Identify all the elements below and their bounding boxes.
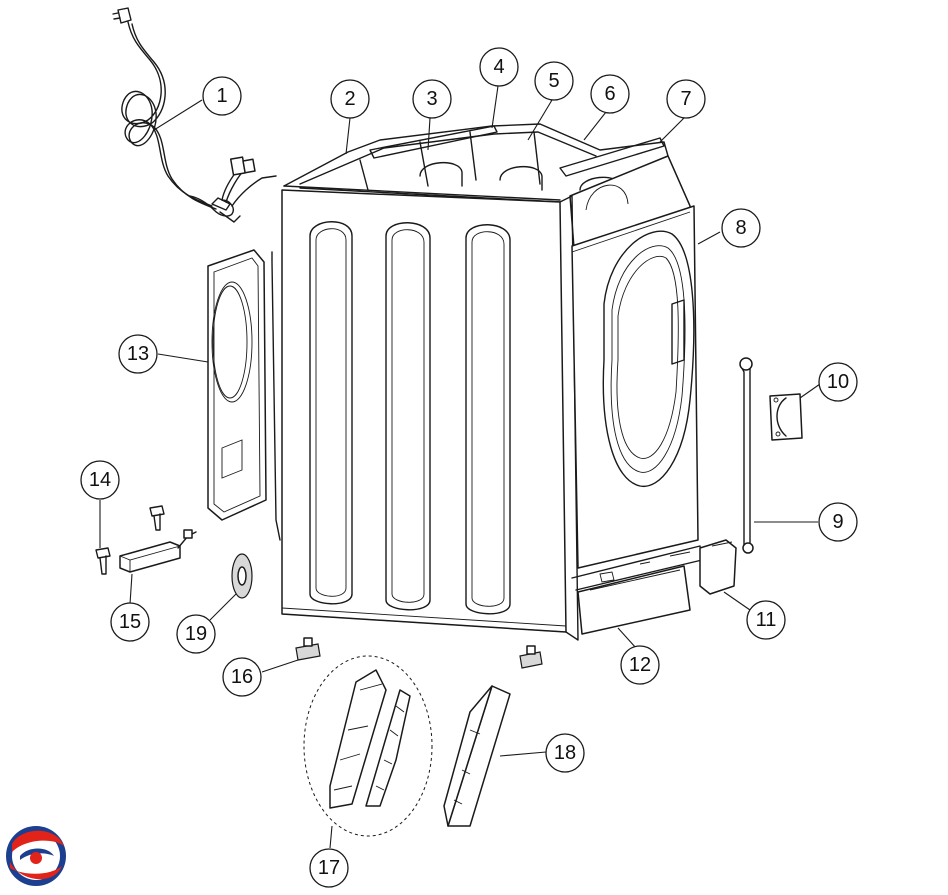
access-cover <box>699 539 737 595</box>
callout-16-label: 16 <box>231 666 253 688</box>
callout-13-label: 13 <box>127 343 149 365</box>
callout-9-label: 9 <box>832 511 843 533</box>
callout-8: 8 <box>721 208 761 248</box>
callout-15: 15 <box>110 602 150 642</box>
brand-logo <box>6 826 66 886</box>
callout-4-label: 4 <box>493 56 504 78</box>
callout-18: 18 <box>545 733 585 773</box>
callout-16: 16 <box>222 657 262 697</box>
callout-1-label: 1 <box>216 85 227 107</box>
callout-8-label: 8 <box>735 217 746 239</box>
callout-11-label: 11 <box>756 609 777 631</box>
callout-14-label: 14 <box>89 469 111 491</box>
callout-13: 13 <box>118 334 158 374</box>
callout-7-label: 7 <box>680 88 691 110</box>
rear-panel <box>207 249 267 521</box>
callout-14: 14 <box>80 460 120 500</box>
bracket <box>769 393 803 441</box>
callout-10: 10 <box>818 362 858 402</box>
callout-4: 4 <box>479 47 519 87</box>
callout-17: 17 <box>309 848 349 888</box>
callout-19-label: 19 <box>185 623 207 645</box>
control-module <box>119 529 197 573</box>
cabinet <box>271 123 691 641</box>
callout-11: 11 <box>746 600 786 640</box>
callout-12: 12 <box>620 645 660 685</box>
callout-5: 5 <box>534 61 574 101</box>
power-cord <box>112 7 277 223</box>
callout-2: 2 <box>330 79 370 119</box>
callout-9: 9 <box>818 502 858 542</box>
callout-3: 3 <box>412 79 452 119</box>
drawer-handle <box>443 685 511 827</box>
feet <box>295 637 543 669</box>
callout-18-label: 18 <box>554 742 576 764</box>
callout-12-label: 12 <box>629 654 651 676</box>
callout-17-label: 17 <box>318 857 340 879</box>
callout-2-label: 2 <box>344 88 355 110</box>
callout-7: 7 <box>666 79 706 119</box>
detergent-drawer <box>303 655 433 837</box>
callout-6-label: 6 <box>604 83 615 105</box>
callout-5-label: 5 <box>548 70 559 92</box>
callout-15-label: 15 <box>119 611 141 633</box>
screws <box>95 505 165 575</box>
front-panel <box>571 205 699 569</box>
callout-1: 1 <box>202 76 242 116</box>
callout-19: 19 <box>176 614 216 654</box>
leader-lines <box>99 85 821 849</box>
callout-3-label: 3 <box>426 88 437 110</box>
callout-10-label: 10 <box>827 371 849 393</box>
hose <box>739 357 754 554</box>
callout-6: 6 <box>590 74 630 114</box>
ring-seal <box>231 553 253 599</box>
